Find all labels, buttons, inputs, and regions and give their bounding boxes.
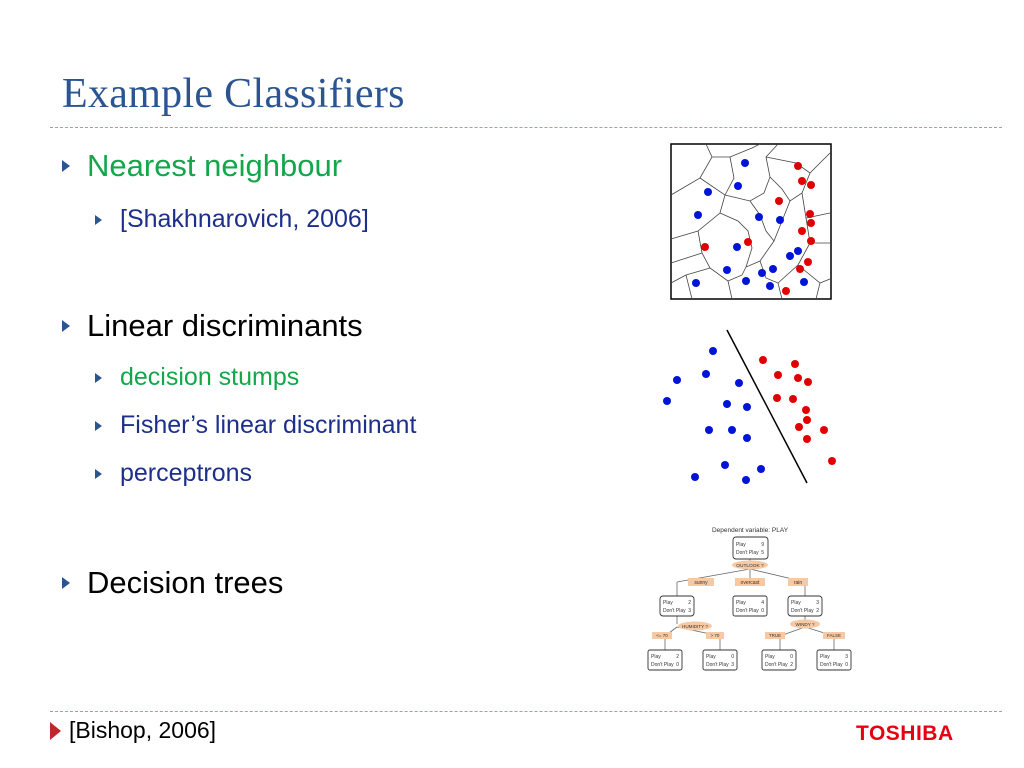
bullet-arrow-icon <box>95 214 102 225</box>
voronoi-points <box>692 159 815 295</box>
svg-text:2: 2 <box>688 600 691 606</box>
linear-points <box>663 347 836 484</box>
bullet-linear-discriminants: Linear discriminants <box>62 308 363 344</box>
svg-text:Play: Play <box>791 600 801 606</box>
svg-text:3: 3 <box>816 600 819 606</box>
svg-text:OUTLOOK ?: OUTLOOK ? <box>736 563 764 569</box>
split-label-windy: WINDY ? <box>790 619 820 629</box>
svg-text:overcast: overcast <box>741 580 761 586</box>
svg-text:Play: Play <box>706 654 716 660</box>
tree-leaf-3: Play 0 Don't Play 2 <box>761 649 797 671</box>
svg-text:9: 9 <box>761 542 764 548</box>
svg-text:3: 3 <box>845 654 848 660</box>
svg-text:<= 70: <= 70 <box>656 633 668 638</box>
svg-text:FALSE: FALSE <box>827 633 841 638</box>
svg-text:TRUE: TRUE <box>769 633 781 638</box>
footer-divider <box>50 711 1002 712</box>
branch-label-sunny: sunny <box>688 578 714 586</box>
toshiba-logo: TOSHIBA <box>856 722 954 745</box>
svg-text:Don't Play: Don't Play <box>736 608 759 614</box>
bullet-text: decision stumps <box>120 363 300 391</box>
svg-text:3: 3 <box>688 608 691 614</box>
tree-leaf-4: Play 3 Don't Play 0 <box>816 649 852 671</box>
bullet-text: perceptrons <box>120 459 253 487</box>
svg-text:Don't Play: Don't Play <box>706 662 729 668</box>
branch-label-gt70: > 70 <box>706 632 724 639</box>
svg-text:Don't Play: Don't Play <box>651 662 674 668</box>
decision-boundary-line <box>726 329 808 484</box>
bullet-text: Decision trees <box>87 565 284 600</box>
bullet-text: Fisher’s linear discriminant <box>120 411 417 439</box>
svg-text:Play: Play <box>820 654 830 660</box>
tree-node-root: Play 9 Don't Play 5 <box>732 536 769 560</box>
footer-marker-icon <box>50 721 61 740</box>
svg-text:4: 4 <box>761 600 764 606</box>
svg-text:Play: Play <box>765 654 775 660</box>
svg-text:> 70: > 70 <box>711 633 720 638</box>
svg-text:WINDY ?: WINDY ? <box>795 622 815 627</box>
bullet-arrow-icon <box>95 468 102 479</box>
bullet-text: Nearest neighbour <box>87 148 343 183</box>
bullet-arrow-icon <box>62 160 70 172</box>
svg-text:Play: Play <box>736 600 746 606</box>
branch-label-le70: <= 70 <box>652 632 672 639</box>
svg-text:Don't Play: Don't Play <box>736 550 759 556</box>
branch-label-true: TRUE <box>765 632 785 639</box>
sub-bullet-fisher: Fisher’s linear discriminant <box>95 411 416 440</box>
bullet-arrow-icon <box>62 577 70 589</box>
svg-text:2: 2 <box>676 654 679 660</box>
bullet-text: [Shakhnarovich, 2006] <box>120 205 369 233</box>
voronoi-cell-edges <box>670 143 831 300</box>
decision-tree-figure: Dependent variable: PLAY Play 9 Don't Pl… <box>647 527 852 671</box>
svg-text:Play: Play <box>736 542 746 548</box>
svg-text:Don't Play: Don't Play <box>765 662 788 668</box>
branch-label-rain: rain <box>788 578 808 586</box>
footer-citation: [Bishop, 2006] <box>50 717 216 744</box>
svg-text:sunny: sunny <box>694 580 708 586</box>
bullet-text: Linear discriminants <box>87 308 363 343</box>
voronoi-figure <box>670 143 832 300</box>
tree-node-right: Play 3 Don't Play 2 <box>787 595 823 617</box>
svg-text:0: 0 <box>731 654 734 660</box>
bullet-arrow-icon <box>95 420 102 431</box>
svg-text:Don't Play: Don't Play <box>791 608 814 614</box>
svg-text:rain: rain <box>794 580 803 586</box>
branch-label-overcast: overcast <box>735 578 765 586</box>
svg-text:2: 2 <box>816 608 819 614</box>
svg-text:Play: Play <box>663 600 673 606</box>
footer-citation-text: [Bishop, 2006] <box>69 717 217 743</box>
split-label-outlook: OUTLOOK ? <box>732 560 768 570</box>
svg-text:0: 0 <box>761 608 764 614</box>
svg-text:Play: Play <box>651 654 661 660</box>
tree-leaf-1: Play 2 Don't Play 0 <box>647 649 683 671</box>
tree-node-middle: Play 4 Don't Play 0 <box>732 595 768 617</box>
sub-bullet-perceptrons: perceptrons <box>95 459 252 488</box>
linear-discriminant-figure <box>663 329 836 484</box>
svg-text:Don't Play: Don't Play <box>820 662 843 668</box>
svg-text:HUMIDITY ?: HUMIDITY ? <box>682 624 708 629</box>
svg-text:3: 3 <box>731 662 734 668</box>
tree-node-left: Play 2 Don't Play 3 <box>659 595 695 617</box>
split-label-humidity: HUMIDITY ? <box>678 621 712 631</box>
bullet-nearest-neighbour: Nearest neighbour <box>62 148 342 184</box>
tree-title: Dependent variable: PLAY <box>712 527 789 534</box>
branch-label-false: FALSE <box>823 632 845 639</box>
bullet-decision-trees: Decision trees <box>62 565 283 601</box>
sub-bullet-shakhnarovich: [Shakhnarovich, 2006] <box>95 205 369 234</box>
tree-leaf-2: Play 0 Don't Play 3 <box>702 649 738 671</box>
svg-text:Don't Play: Don't Play <box>663 608 686 614</box>
svg-text:0: 0 <box>676 662 679 668</box>
voronoi-frame <box>670 143 832 300</box>
bullet-arrow-icon <box>62 320 70 332</box>
slide-title: Example Classifiers <box>62 71 405 117</box>
svg-text:5: 5 <box>761 550 764 556</box>
svg-text:0: 0 <box>845 662 848 668</box>
svg-text:0: 0 <box>790 654 793 660</box>
svg-text:2: 2 <box>790 662 793 668</box>
title-divider <box>50 127 1002 128</box>
sub-bullet-decision-stumps: decision stumps <box>95 363 299 392</box>
bullet-arrow-icon <box>95 372 102 383</box>
